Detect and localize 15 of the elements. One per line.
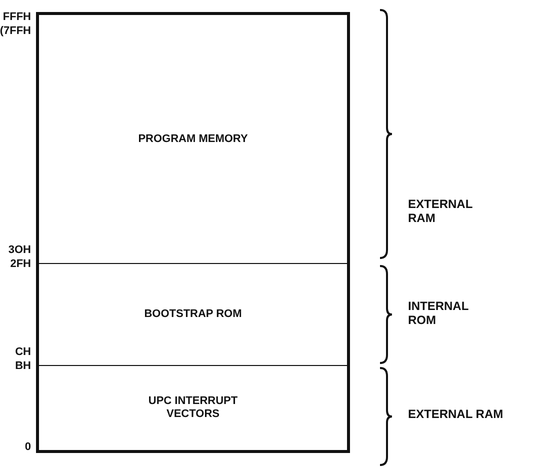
address-label: 0 (24, 442, 31, 453)
memory-region (36, 263, 350, 365)
address-label: BH (14, 361, 31, 372)
range-label: EXTERNAL RAM (408, 198, 474, 226)
range-label: INTERNAL ROM (408, 300, 470, 328)
range-label: EXTERNAL RAM (408, 408, 504, 422)
region-label: BOOTSTRAP ROM (143, 308, 243, 321)
region-label: UPC INTERRUPT VECTORS (147, 395, 239, 421)
memory-region (36, 365, 350, 453)
address-label: FFFH (2, 12, 31, 23)
memory-region (36, 12, 350, 263)
region-label: PROGRAM MEMORY (137, 132, 249, 146)
address-label: CH (14, 347, 31, 358)
address-label: 3OH (7, 245, 31, 256)
address-label: 2FH (9, 259, 31, 270)
